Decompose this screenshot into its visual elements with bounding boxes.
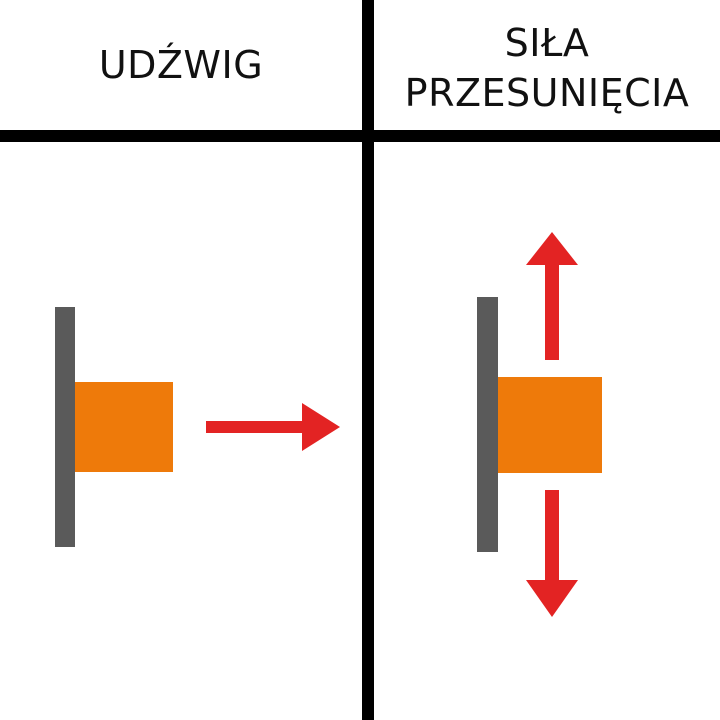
vertical-divider: [362, 0, 374, 720]
left-magnet-block: [75, 382, 173, 472]
right-magnet-block: [498, 377, 602, 473]
right-panel-illustration: [477, 232, 602, 617]
horizontal-divider: [0, 130, 720, 142]
left-panel-illustration: [55, 307, 340, 547]
arrow-right-icon: [206, 403, 340, 451]
right-wall-plate: [477, 297, 498, 552]
left-wall-plate: [55, 307, 75, 547]
arrow-up-icon: [526, 232, 578, 360]
heading-shear-force: SIŁA PRZESUNIĘCIA: [404, 21, 690, 115]
arrow-down-icon: [526, 490, 578, 617]
heading-lifting-capacity: UDŹWIG: [98, 43, 264, 87]
